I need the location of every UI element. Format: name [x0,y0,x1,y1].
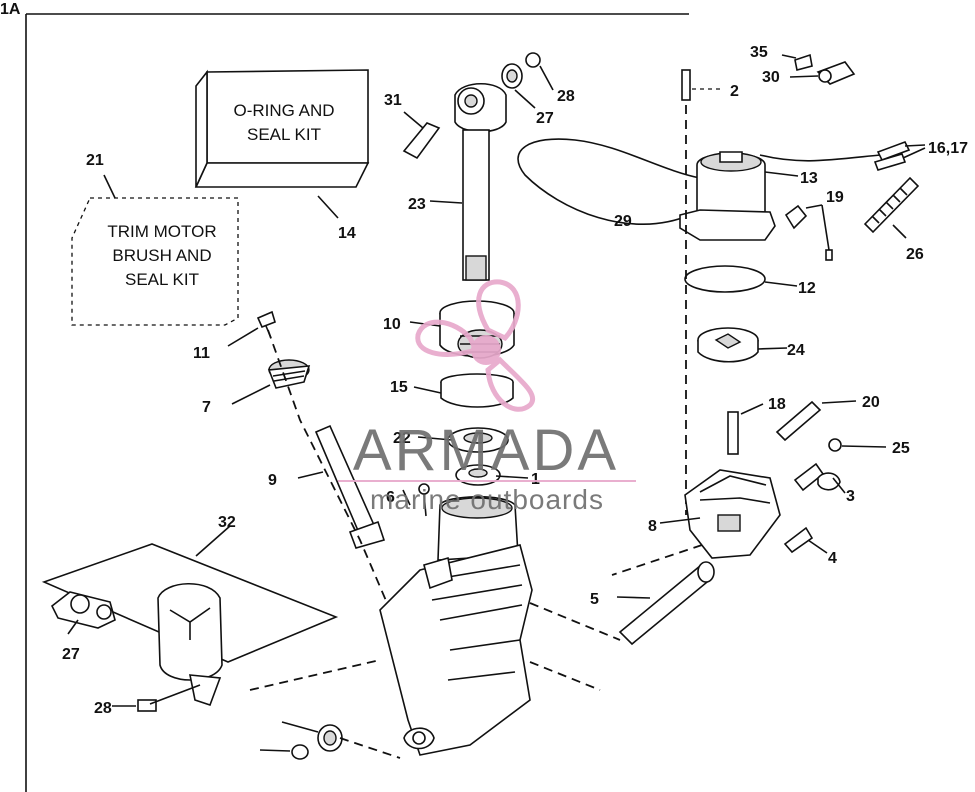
oring-kit-line-1: O-RING AND [233,101,334,120]
reservoir-tank [157,582,223,707]
screw-7 [775,400,857,442]
prop-hub [471,335,501,365]
screw-2 [681,69,722,101]
seal-24 [413,373,514,408]
callout-11: 7 [202,399,211,416]
callout-21: 10 [383,316,401,333]
callout-12: 24 [787,342,805,359]
callout-18: 22 [393,430,411,447]
prop-blade-right [485,356,536,412]
trim-kit-line-3: SEAL KIT [125,270,199,289]
valve-body-6 [659,469,781,559]
screw-15 [727,403,764,455]
screw-35 [781,53,813,71]
oring-14 [684,265,798,293]
figure-id: 1A [0,1,21,18]
callout-20: 25 [892,440,910,457]
gland-nut-11 [231,359,311,405]
washer-20 [828,438,887,452]
callout-labels: 35 30 2 28 27 31 16,17 13 19 29 23 26 14… [62,44,968,717]
oring-kit-line-2: SEAL KIT [247,125,321,144]
propeller-logo-icon [415,279,536,412]
watermark-brand: ARMADA [353,418,619,483]
connector-30 [789,61,856,85]
oring-seal-kit-box: O-RING AND SEAL KIT [194,69,370,219]
bleed-screw-9 [418,483,430,517]
clip-19 [784,204,833,261]
ring-18 [417,427,509,453]
callout-13: 13 [800,170,818,187]
piston-tube-22 [297,424,386,549]
tube-32 [616,561,715,646]
callout-34: 14 [338,225,356,242]
screw-5 [112,684,201,712]
bushing-27-bottom [281,721,343,752]
callout-33: 21 [86,152,104,169]
fitting-1 [793,462,846,494]
filter-12 [697,327,788,363]
callout-35: 35 [750,44,768,61]
trim-kit-line-1: TRIM MOTOR [107,222,216,241]
bushing-27-28-top [501,52,554,109]
callout-31: 31 [384,92,402,109]
callout-19: 19 [826,189,844,206]
callout-22: 9 [268,472,277,489]
callout-4: 27 [62,646,80,663]
callout-28-top: 28 [557,88,575,105]
clamp-bracket [50,591,116,635]
screw-10 [227,310,276,347]
callout-6: 8 [648,518,657,535]
wire-harness-29 [517,138,926,225]
callout-9: 6 [386,489,395,506]
callout-26: 26 [906,246,924,263]
rod-eye-cap [454,83,507,133]
washer-28-bottom [259,744,309,760]
callout-15: 18 [768,396,786,413]
spring-26 [863,176,920,239]
pin-31 [402,111,441,160]
callout-24: 15 [390,379,408,396]
prop-blade-top [476,279,521,342]
prop-blade-left [415,319,480,357]
callout-1: 3 [846,488,855,505]
callout-5: 28 [94,700,112,717]
callout-30: 30 [762,69,780,86]
plug-8 [783,526,828,554]
cylinder-housing [379,489,533,756]
callout-8: 4 [828,550,837,567]
trim-kit-line-2: BRUSH AND [112,246,211,265]
callout-10: 11 [193,345,210,362]
piston-rod-23 [429,129,490,281]
callout-25: 1 [531,471,540,488]
callout-2: 2 [730,83,739,100]
callout-32: 5 [590,591,599,608]
callout-3: 32 [218,514,236,531]
armada-watermark: ARMADA marine outboards [338,279,636,515]
figure-frame: 1A [0,1,689,792]
callout-29: 29 [614,213,632,230]
callout-14: 12 [798,280,816,297]
callout-7: 20 [862,394,880,411]
callout-27-top: 27 [536,110,554,127]
callout-16-17: 16,17 [928,140,968,157]
trim-motor-kit-box: TRIM MOTOR BRUSH AND SEAL KIT [71,174,239,326]
trim-motor-13 [679,151,799,241]
watermark-tagline: marine outboards [370,484,604,515]
callout-23: 23 [408,196,426,213]
